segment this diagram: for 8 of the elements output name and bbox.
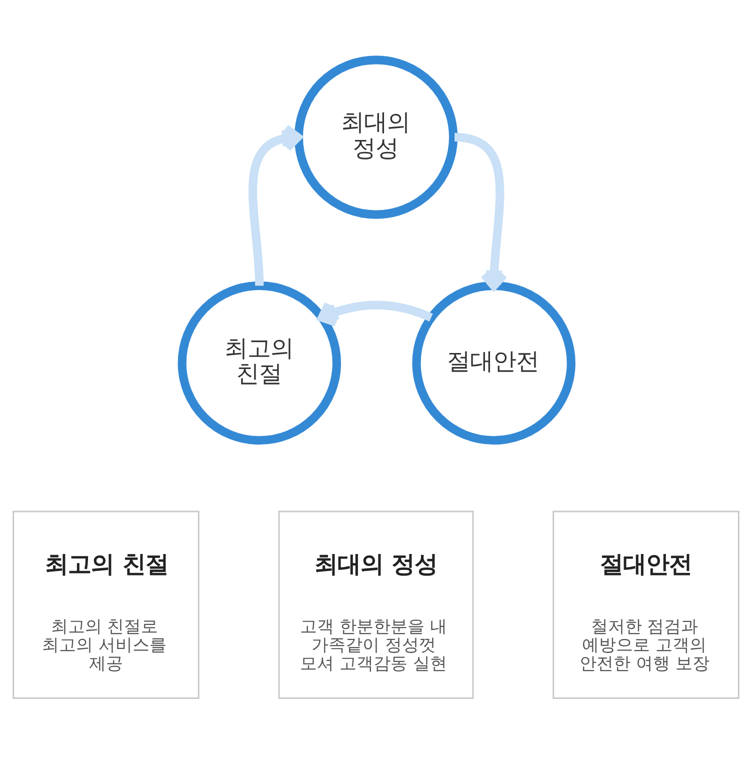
node-box: 최대의 정성 고객 한분한분을 내 가족같이 정성껏 모셔 고객감동 실현 bbox=[278, 510, 474, 698]
node-circle: 최대의 정성 bbox=[294, 55, 458, 218]
node-circle: 절대안전 bbox=[412, 280, 576, 444]
node-box: 최고의 친절 최고의 친절로 최고의 서비스를 제공 bbox=[12, 510, 200, 698]
arrow bbox=[318, 300, 433, 326]
arrow bbox=[454, 132, 508, 290]
node-box: 절대안전 철저한 점검과 예방으로 고객의 안전한 여행 보장 bbox=[552, 510, 740, 698]
arrow bbox=[248, 124, 302, 286]
